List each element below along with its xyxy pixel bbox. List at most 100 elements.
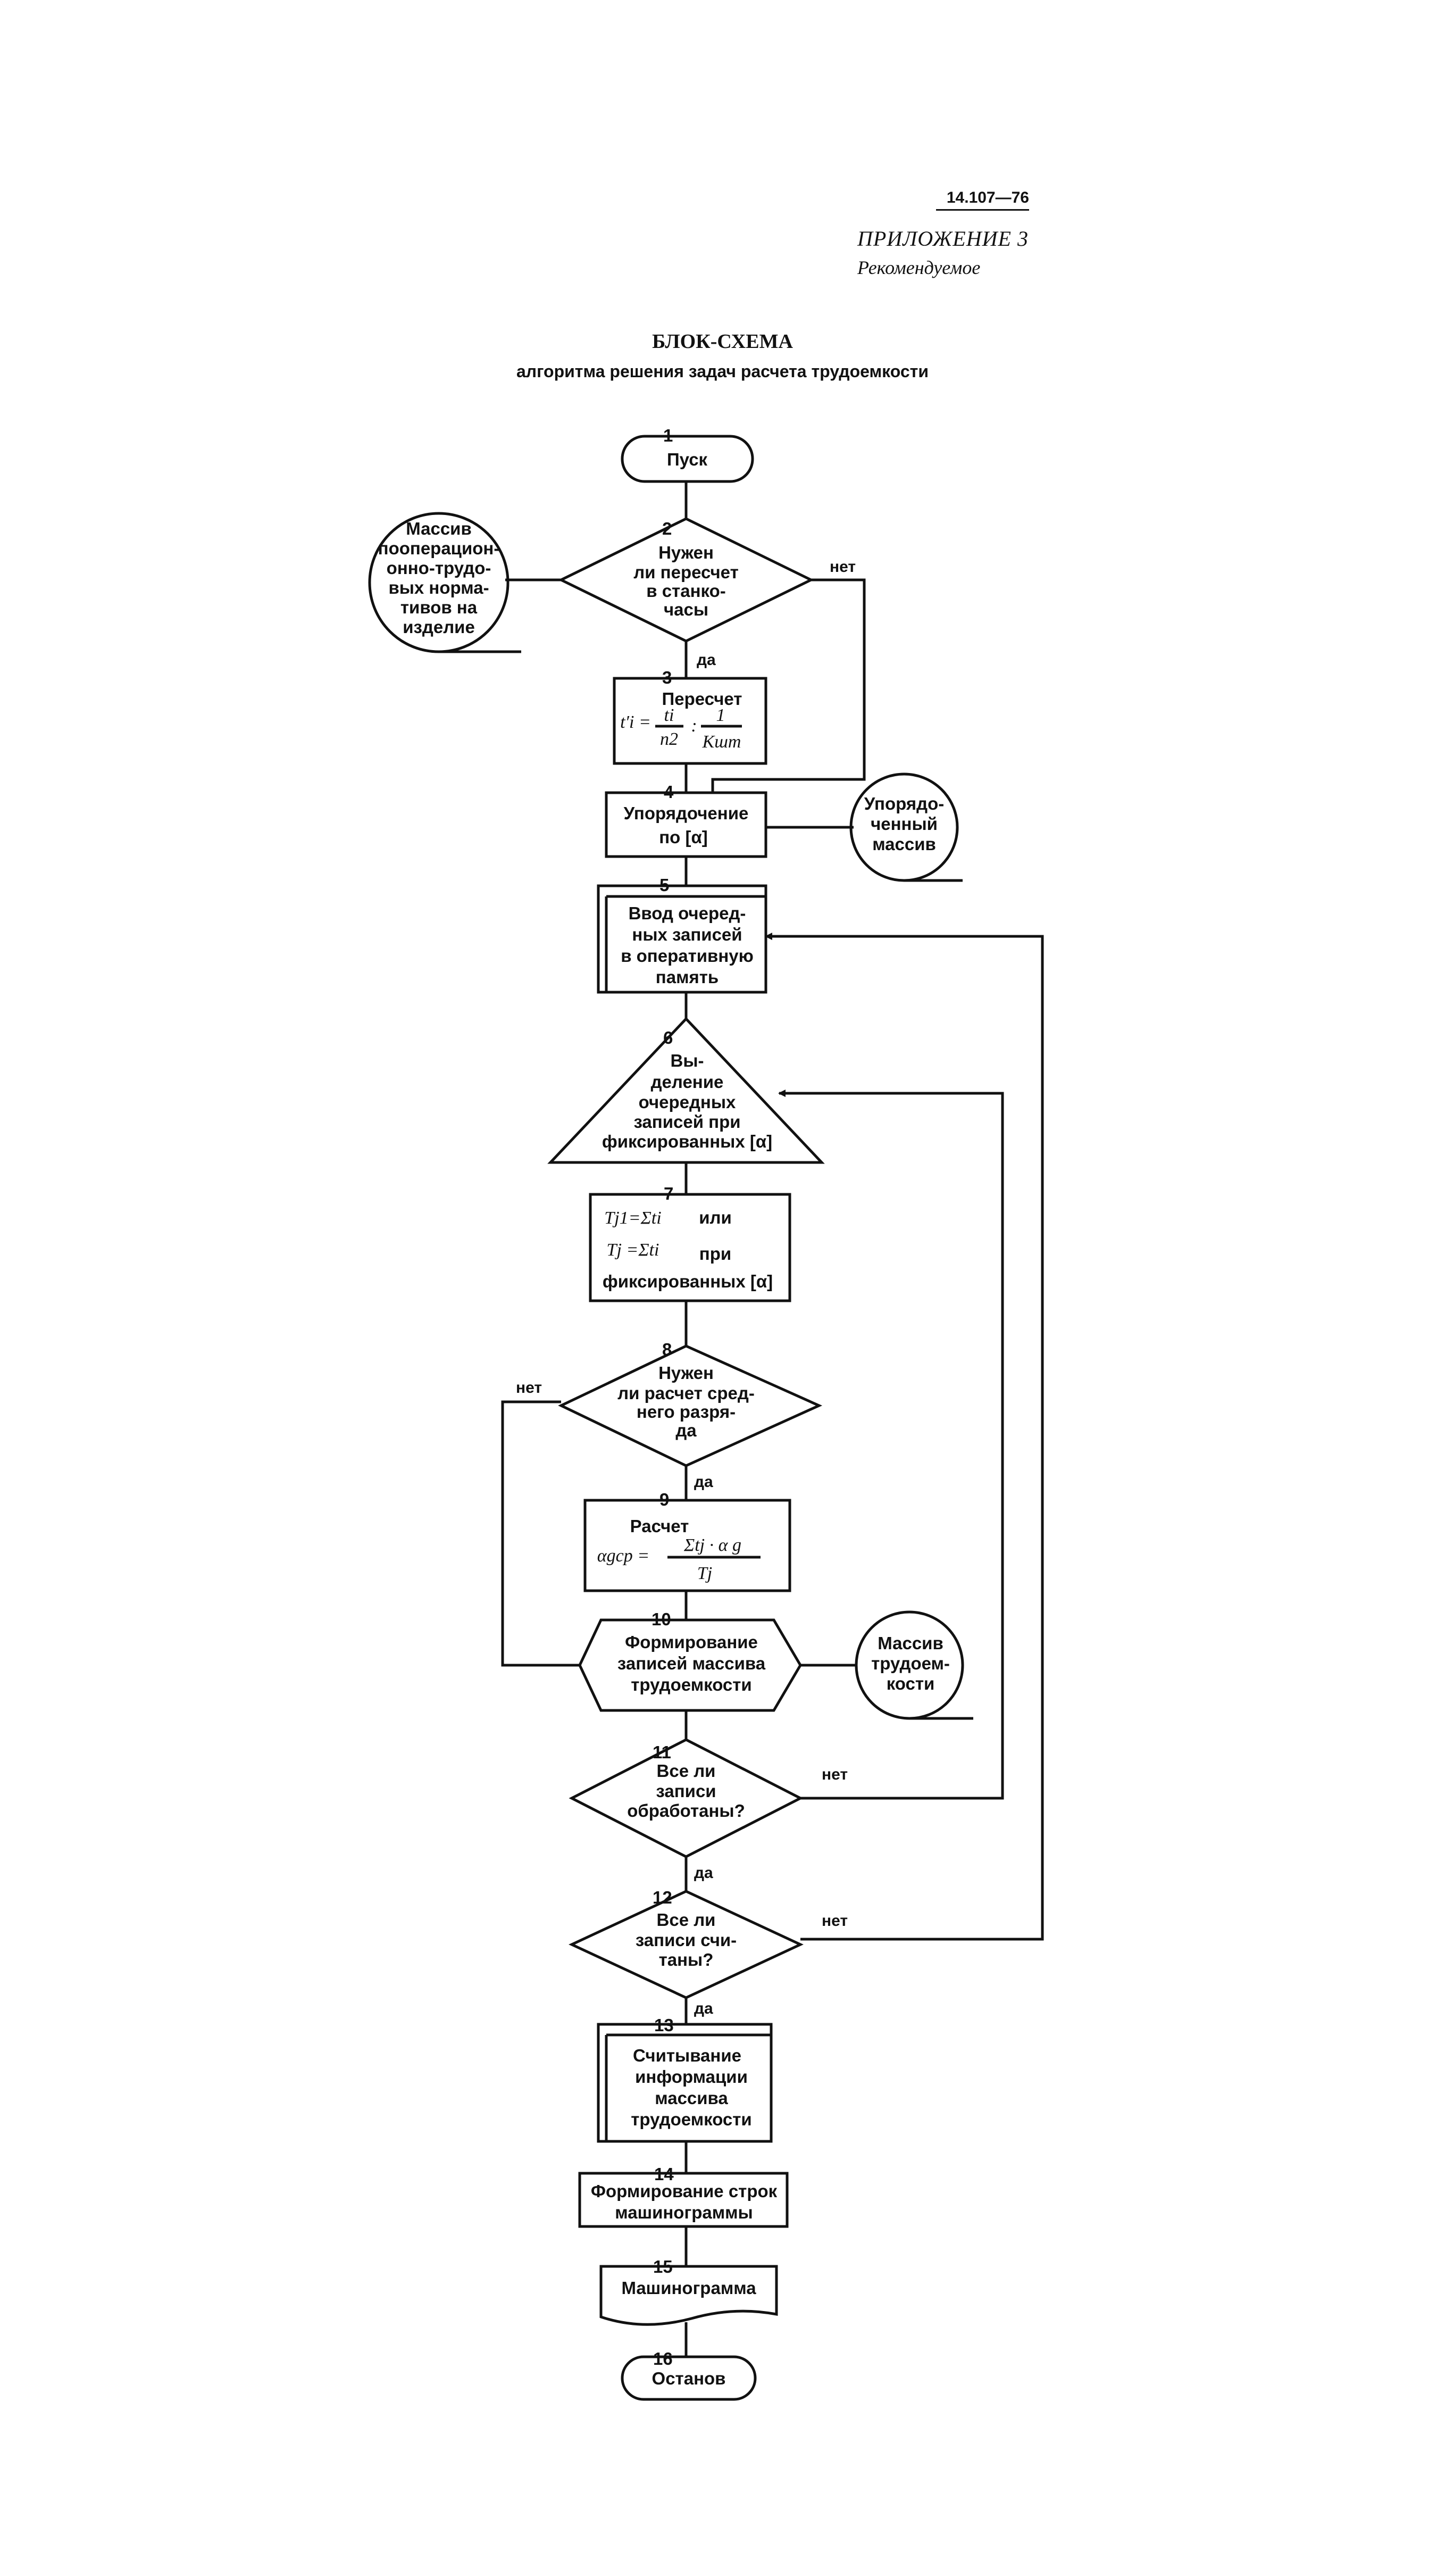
io-input-records bbox=[597, 884, 767, 994]
block-number: 5 bbox=[659, 875, 669, 895]
branch-no-label: нет bbox=[516, 1379, 542, 1397]
block-label: Останов bbox=[652, 2369, 726, 2388]
storage-label: массив bbox=[872, 834, 936, 854]
formula-part: t′i = bbox=[620, 712, 651, 732]
decision-all-processed bbox=[569, 1738, 804, 1858]
decision-recalc bbox=[558, 517, 814, 643]
flowchart-title: БЛОК-СХЕМА bbox=[652, 330, 793, 353]
block-label: таны? bbox=[659, 1950, 714, 1970]
block-label: в оперативную bbox=[621, 946, 754, 966]
block-number: 11 bbox=[653, 1742, 671, 1762]
block-label: ных записей bbox=[632, 925, 742, 944]
block-label: информации bbox=[635, 2067, 748, 2087]
formula-part: Σtj · α g bbox=[683, 1535, 741, 1555]
formula-part: n2 bbox=[660, 729, 678, 749]
block-label: ли пересчет bbox=[633, 562, 739, 582]
block-label: записи счи- bbox=[636, 1930, 737, 1950]
block-label: деление bbox=[651, 1072, 724, 1092]
block-label: Упорядочение bbox=[624, 803, 749, 823]
storage-label: пооперацион- bbox=[378, 538, 500, 558]
block-label: Пуск bbox=[667, 450, 708, 469]
branch-no-label: нет bbox=[822, 1766, 848, 1783]
storage-label: ченный bbox=[871, 814, 938, 834]
branch-yes-label: да bbox=[694, 2000, 713, 2017]
document-printout bbox=[599, 2265, 778, 2326]
branch-labels: нет да нет да нет да нет да bbox=[516, 558, 856, 2017]
storage-label: Массив bbox=[406, 519, 472, 538]
block-label: записи bbox=[656, 1781, 716, 1801]
block-label: Ввод очеред- bbox=[629, 903, 746, 923]
block-label: Формирование bbox=[625, 1632, 758, 1652]
block-label: фиксированных [α] bbox=[602, 1132, 772, 1151]
branch-no-label: нет bbox=[822, 1912, 848, 1930]
block-label: Машинограмма bbox=[621, 2278, 756, 2298]
block-number: 10 bbox=[651, 1609, 671, 1629]
start-terminal bbox=[621, 435, 754, 483]
block-label: Расчет bbox=[630, 1516, 689, 1536]
block-label: Пересчет bbox=[662, 689, 742, 709]
block-label: память bbox=[656, 967, 719, 987]
process-recalc bbox=[613, 677, 767, 765]
storage-label: изделие bbox=[403, 617, 475, 637]
formula-part: Tj bbox=[697, 1564, 712, 1583]
process-sort bbox=[605, 791, 767, 858]
block-label: очередных bbox=[639, 1092, 736, 1112]
block-label: машинограммы bbox=[615, 2203, 753, 2222]
block-label: часы bbox=[664, 600, 708, 619]
branch-yes-label: да bbox=[697, 651, 716, 669]
io-read-info bbox=[597, 2023, 773, 2143]
process-sum bbox=[589, 1193, 791, 1302]
block-number: 2 bbox=[662, 519, 672, 538]
process-avg-calc bbox=[583, 1499, 791, 1592]
formula-part: : bbox=[691, 716, 697, 736]
connectors bbox=[501, 481, 1044, 2357]
block-label: Нужен bbox=[658, 1363, 714, 1383]
block-label: массива bbox=[655, 2088, 728, 2108]
process-form-lines bbox=[578, 2172, 789, 2228]
block-number: 3 bbox=[662, 668, 672, 687]
stop-terminal bbox=[621, 2355, 757, 2401]
block-label: при bbox=[699, 1244, 731, 1264]
block-label: трудоемкости bbox=[631, 1675, 751, 1694]
branch-no-label: нет bbox=[830, 558, 856, 576]
storage-label: вых норма- bbox=[388, 578, 489, 597]
block-label: да bbox=[675, 1420, 697, 1440]
block-label: ли расчет сред- bbox=[617, 1383, 755, 1403]
storage-label: тивов на bbox=[400, 597, 478, 617]
extract-triangle bbox=[547, 1017, 825, 1164]
storage-norms bbox=[368, 512, 521, 653]
block-label: трудоемкости bbox=[631, 2109, 751, 2129]
appendix-label: ПРИЛОЖЕНИЕ 3 bbox=[857, 227, 1029, 251]
block-label: записей массива bbox=[617, 1653, 766, 1673]
storage-sorted bbox=[849, 772, 963, 882]
formula-part: αgср = bbox=[597, 1546, 649, 1566]
block-label: фиксированных [α] bbox=[603, 1272, 773, 1291]
block-number: 4 bbox=[664, 782, 674, 802]
storage-label: Массив bbox=[878, 1633, 943, 1653]
block-number: 14 bbox=[654, 2164, 674, 2184]
storage-label: онно-трудо- bbox=[387, 558, 491, 578]
block-label: Считывание bbox=[633, 2046, 741, 2065]
storage-label: трудоем- bbox=[871, 1653, 950, 1673]
block-label: записей при bbox=[633, 1112, 740, 1132]
block-number: 8 bbox=[662, 1340, 672, 1359]
block-number: 12 bbox=[653, 1888, 672, 1907]
block-label: Вы- bbox=[670, 1051, 704, 1070]
block-number: 7 bbox=[664, 1184, 673, 1203]
shapes bbox=[368, 435, 973, 2401]
document-number: 14.107—76 bbox=[936, 189, 1029, 211]
appendix-status: Рекомендуемое bbox=[857, 257, 981, 278]
block-label: обработаны? bbox=[627, 1801, 745, 1821]
block-number: 15 bbox=[653, 2257, 673, 2276]
block-label: Нужен bbox=[658, 543, 714, 562]
formula-part: Kшт bbox=[702, 732, 741, 752]
block-number: 9 bbox=[659, 1490, 669, 1509]
block-label: или bbox=[699, 1208, 732, 1227]
branch-yes-label: да bbox=[694, 1864, 713, 1882]
block-label: Все ли bbox=[657, 1761, 716, 1781]
storage-label: Упорядо- bbox=[864, 794, 944, 813]
formula-part: Tj1=Σti bbox=[604, 1208, 661, 1228]
block-labels: Пуск Нужен ли пересчет в станко- часы Пе… bbox=[378, 450, 950, 2388]
